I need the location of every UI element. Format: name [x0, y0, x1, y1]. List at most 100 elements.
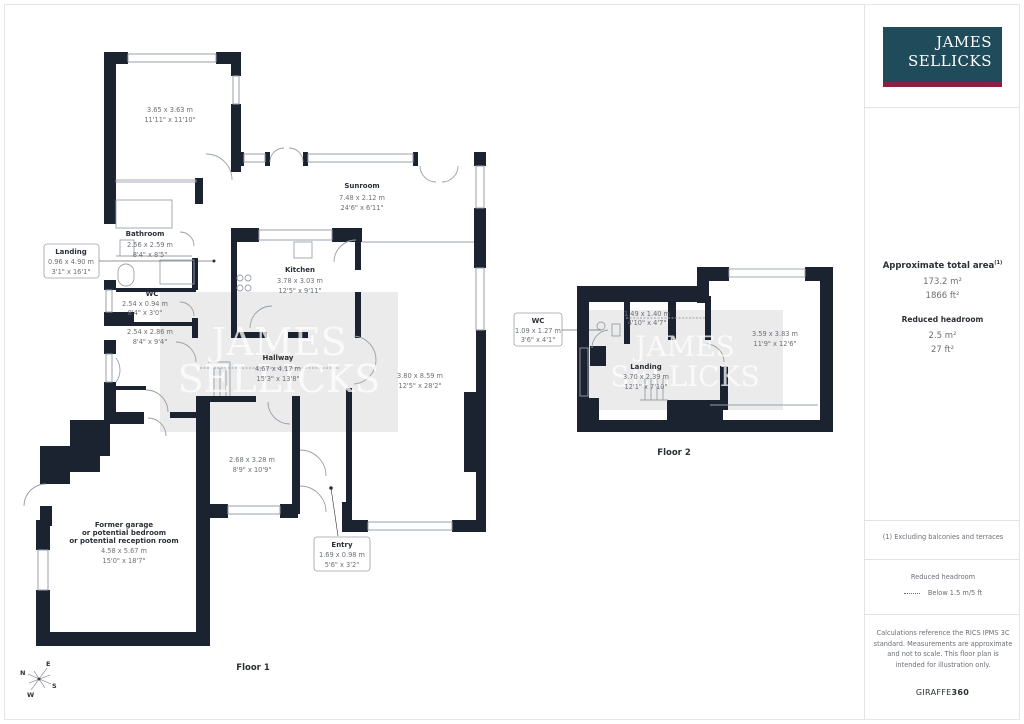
svg-text:W: W	[27, 691, 34, 699]
svg-text:3.65 x 3.63 m: 3.65 x 3.63 m	[147, 106, 193, 114]
dotted-line-icon	[903, 592, 920, 594]
svg-text:4'10" x 4'7": 4'10" x 4'7"	[628, 319, 667, 327]
svg-text:Former garage: Former garage	[95, 521, 154, 529]
svg-text:0.96 x 4.90 m: 0.96 x 4.90 m	[48, 258, 94, 266]
room-f2-wc-callout: WC 1.09 x 1.27 m 3'6" x 4'1"	[513, 312, 601, 347]
logo-line-2: SELLICKS	[907, 52, 992, 70]
svg-text:2.54 x 0.94 m: 2.54 x 0.94 m	[122, 300, 168, 308]
watermark-floor1-line1: JAMES	[207, 320, 346, 364]
svg-text:5'6" x 3'2": 5'6" x 3'2"	[325, 561, 360, 569]
divider	[865, 614, 1020, 615]
logo-line-1: JAMES	[936, 33, 992, 51]
svg-text:3.78 x 3.03 m: 3.78 x 3.03 m	[277, 277, 323, 285]
floor-1-doors	[23, 147, 459, 513]
svg-text:24'6" x 6'11": 24'6" x 6'11"	[341, 204, 384, 212]
svg-text:E: E	[46, 660, 50, 668]
svg-text:1.09 x 1.27 m: 1.09 x 1.27 m	[515, 327, 561, 335]
svg-text:WC: WC	[146, 290, 159, 298]
floor-1-fixtures	[115, 179, 340, 396]
legend-title: Reduced headroom	[910, 573, 976, 581]
room-living: 3.80 x 8.59 m 12'5" x 28'2"	[397, 372, 443, 390]
james-sellicks-logo: JAMES SELLICKS	[883, 27, 1002, 87]
svg-text:4.67 x 4.17 m: 4.67 x 4.17 m	[255, 365, 301, 373]
svg-text:2.54 x 2.86 m: 2.54 x 2.86 m	[127, 328, 173, 336]
room-f2-landing: Landing 3.70 x 2.39 m 12'1" x 7'10"	[623, 363, 669, 391]
svg-text:Entry: Entry	[331, 541, 353, 549]
svg-text:7.48 x 2.12 m: 7.48 x 2.12 m	[339, 194, 385, 202]
room-hallway: Hallway 4.67 x 4.17 m 15'3" x 13'8"	[255, 354, 301, 383]
room-kitchen: Kitchen 3.78 x 3.03 m 12'5" x 9'11"	[277, 266, 323, 295]
footnote: (1) Excluding balconies and terraces	[882, 533, 1004, 541]
svg-text:11'9" x 12'6": 11'9" x 12'6"	[754, 340, 797, 348]
svg-text:3'6" x 4'1": 3'6" x 4'1"	[521, 336, 556, 344]
room-bedroom-1: 3.65 x 3.63 m 11'11" x 11'10"	[144, 106, 195, 124]
divider	[865, 559, 1020, 560]
svg-text:8'4" x 3'0": 8'4" x 3'0"	[128, 309, 163, 317]
svg-text:3'1" x 16'1": 3'1" x 16'1"	[52, 268, 91, 276]
svg-text:15'3" x 13'8": 15'3" x 13'8"	[257, 375, 300, 383]
svg-text:Kitchen: Kitchen	[285, 266, 315, 274]
svg-text:or potential reception room: or potential reception room	[69, 537, 178, 545]
divider	[865, 107, 1020, 108]
divider	[865, 520, 1020, 521]
svg-text:Sunroom: Sunroom	[344, 182, 379, 190]
svg-text:8'4" x 8'5": 8'4" x 8'5"	[133, 251, 168, 259]
total-area-m2: 173.2 m²	[923, 277, 962, 287]
room-bathroom: Bathroom 2.56 x 2.59 m 8'4" x 8'5"	[126, 230, 173, 259]
svg-text:15'0" x 18'7": 15'0" x 18'7"	[103, 557, 146, 565]
total-area-ft2: 1866 ft²	[925, 291, 960, 301]
svg-text:Landing: Landing	[55, 248, 87, 256]
svg-text:2.68 x 3.28 m: 2.68 x 3.28 m	[229, 456, 275, 464]
floor-1-label: Floor 1	[236, 663, 270, 673]
room-study: 2.68 x 3.28 m 8'9" x 10'9"	[229, 456, 275, 474]
svg-text:Landing: Landing	[630, 363, 662, 371]
svg-text:3.70 x 2.39 m: 3.70 x 2.39 m	[623, 373, 669, 381]
room-f2-bedroom: 3.59 x 3.83 m 11'9" x 12'6"	[752, 330, 798, 348]
svg-text:11'11" x 11'10": 11'11" x 11'10"	[144, 116, 195, 124]
room-entry-callout: Entry 1.69 x 0.98 m 5'6" x 3'2"	[313, 486, 371, 572]
compass-icon: E N S W	[20, 660, 57, 699]
room-wc: WC 2.54 x 0.94 m 8'4" x 3'0"	[122, 290, 168, 317]
reduced-headroom-ft2: 27 ft²	[930, 345, 955, 355]
svg-text:8'4" x 9'4": 8'4" x 9'4"	[133, 338, 168, 346]
floor-1-windows	[37, 53, 485, 591]
room-sunroom: Sunroom 7.48 x 2.12 m 24'6" x 6'11"	[339, 182, 385, 212]
floor-2-label: Floor 2	[657, 448, 691, 458]
floor-2-walls	[577, 267, 833, 432]
svg-text:2.56 x 2.59 m: 2.56 x 2.59 m	[127, 241, 173, 249]
watermark-floor2-line1: JAMES	[632, 330, 735, 363]
svg-text:N: N	[20, 669, 25, 677]
svg-text:12'1" x 7'10": 12'1" x 7'10"	[625, 383, 668, 391]
legend-item: Below 1.5 m/5 ft	[873, 588, 1013, 599]
room-landing-callout: Landing 0.96 x 4.90 m 3'1" x 16'1"	[43, 243, 216, 279]
svg-text:S: S	[52, 682, 57, 690]
svg-text:12'5" x 28'2": 12'5" x 28'2"	[399, 382, 442, 390]
logo-stripe	[883, 82, 1002, 87]
giraffe360-brand: GIRAFFE360	[915, 688, 970, 697]
floor-2-details	[579, 268, 818, 406]
svg-text:1.69 x 0.98 m: 1.69 x 0.98 m	[319, 551, 365, 559]
page-frame	[4, 4, 1020, 720]
floor-1-walls	[36, 52, 486, 646]
svg-text:8'9" x 10'9": 8'9" x 10'9"	[233, 466, 272, 474]
svg-text:Bathroom: Bathroom	[126, 230, 165, 238]
svg-text:WC: WC	[532, 317, 545, 325]
room-f2-store: 1.49 x 1.40 m 4'10" x 4'7"	[624, 310, 670, 327]
svg-text:12'5" x 9'11": 12'5" x 9'11"	[279, 287, 322, 295]
reduced-headroom-title: Reduced headroom	[901, 315, 984, 324]
total-area-title: Approximate total area(1)	[882, 260, 1003, 271]
watermark-floor2-line2: SELLICKS	[610, 360, 759, 393]
svg-text:Hallway: Hallway	[263, 354, 294, 362]
reduced-headroom-m2: 2.5 m²	[928, 331, 957, 341]
svg-text:1.49 x 1.40 m: 1.49 x 1.40 m	[624, 310, 670, 318]
disclaimer: Calculations reference the RICS IPMS 3C …	[873, 629, 1013, 669]
info-sidebar: JAMES SELLICKS Approximate total area(1)…	[864, 4, 1020, 720]
room-former-garage: Former garage or potential bedroom or po…	[69, 521, 178, 565]
svg-text:3.80 x 8.59 m: 3.80 x 8.59 m	[397, 372, 443, 380]
svg-text:4.58 x 5.67 m: 4.58 x 5.67 m	[101, 547, 147, 555]
svg-text:or potential bedroom: or potential bedroom	[82, 529, 166, 537]
room-store: 2.54 x 2.86 m 8'4" x 9'4"	[127, 328, 173, 346]
svg-text:3.59 x 3.83 m: 3.59 x 3.83 m	[752, 330, 798, 338]
floor-plan: JAMES SELLICKS JAMES SELLICKS 3.65 x 3.6…	[20, 52, 833, 699]
watermark-floor1-line2: SELLICKS	[178, 357, 381, 401]
